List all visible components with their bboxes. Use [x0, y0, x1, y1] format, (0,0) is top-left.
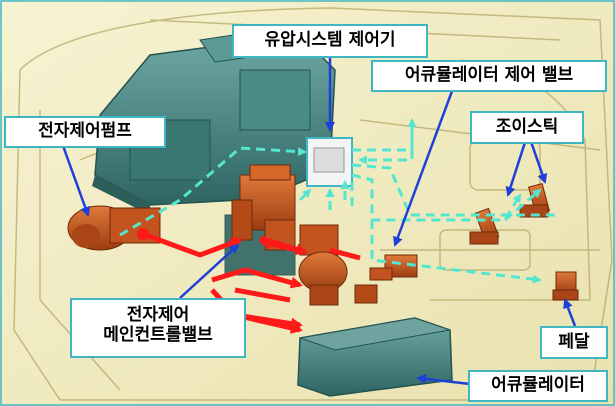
label-joystick: 조이스틱	[470, 111, 584, 144]
label-pedal-text: 페달	[558, 332, 590, 352]
label-pedal: 페달	[540, 326, 608, 359]
hydraulic-controller-unit	[306, 137, 353, 187]
label-main-control-valve: 전자제어 메인컨트롤밸브	[70, 298, 246, 358]
accumulator-control-valve-unit	[354, 254, 418, 304]
label-accumulator: 어큐뮬레이터	[468, 370, 608, 402]
accumulator-unit	[297, 317, 453, 397]
label-accumulator-control-valve: 어큐뮬레이터 제어 밸브	[371, 60, 607, 92]
label-electronic-pump: 전자제어펌프	[4, 116, 166, 148]
label-joystick-text: 조이스틱	[495, 117, 559, 137]
label-main-control-valve-line2: 메인컨트롤밸브	[103, 324, 213, 345]
label-electronic-pump-text: 전자제어펌프	[38, 121, 132, 141]
label-main-control-valve-line1: 전자제어	[126, 305, 190, 325]
label-accumulator-control-valve-text: 어큐뮬레이터 제어 밸브	[404, 65, 574, 85]
label-hydraulic-controller: 유압시스템 제어기	[232, 24, 428, 58]
signal-lines	[119, 118, 560, 284]
label-accumulator-text: 어큐뮬레이터	[491, 375, 585, 395]
label-hydraulic-controller-text: 유압시스템 제어기	[264, 30, 396, 50]
electronic-pump-unit	[67, 205, 161, 251]
pedal-unit	[552, 271, 579, 301]
